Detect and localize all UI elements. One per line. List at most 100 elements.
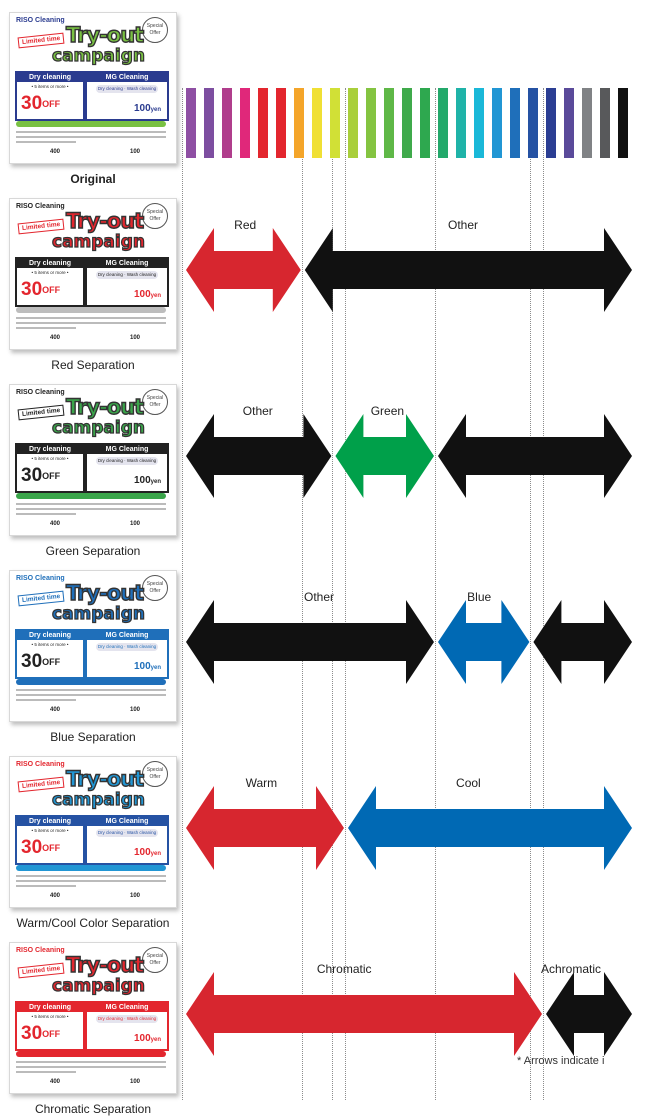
flyer-campaign: campaign [51,231,146,252]
color-swatch [474,88,484,158]
color-swatch [600,88,610,158]
flyer-fine-print [16,694,166,696]
flyer-tryout: Try-out [65,22,145,47]
flyer-price-unit: yen [150,293,161,299]
flyer-price: 100yen [133,475,161,486]
flyer-tryout: Try-out [65,394,145,419]
flyer-foot-left: 400 [50,893,61,899]
row-caption: Red Separation [51,358,135,372]
range-label: Other [303,590,335,604]
color-swatch [510,88,520,158]
flyer-discount: 30OFF [21,651,61,672]
left-guide-line [182,88,183,1100]
flyer-brand: RISO Cleaning [16,389,65,396]
flyer-price-unit: yen [150,851,161,857]
flyer-foot-right: 100 [130,893,141,899]
range-arrow [348,786,632,870]
flyer-discount: 30OFF [21,93,61,114]
flyer-foot-left: 400 [50,707,61,713]
flyer-discount: 30OFF [21,465,61,486]
flyer-discount: 30OFF [21,837,61,858]
flyer-badge: Special Offer [142,203,168,229]
flyer-price-unit: yen [150,479,161,485]
flyer-fine-print [16,131,166,133]
flyer-foot-left: 400 [50,335,61,341]
flyer-tryout: Try-out [65,580,145,605]
range-label: Warm [245,776,278,790]
color-swatch [312,88,322,158]
flyer-fine-print [16,508,166,510]
flyer-brand: RISO Cleaning [16,575,65,582]
flyer-band [16,493,166,499]
flyer-fine-print [16,699,76,701]
flyer-brand: RISO Cleaning [16,947,65,954]
flyer-campaign: campaign [51,789,146,810]
flyer-band [16,1051,166,1057]
row-caption: Warm/Cool Color Separation [16,916,170,930]
flyer-foot-right: 100 [130,1079,141,1085]
flyer-campaign: campaign [51,603,146,624]
flyer-pill: Dry cleaning · Wash cleaning [96,643,158,651]
range-label: Achromatic [540,962,602,976]
flyer-dry-box: Dry cleaning• 5 items or more •30OFF [15,71,85,121]
flyer-brand: RISO Cleaning [16,203,65,210]
flyer-items: • 5 items or more • [31,642,69,647]
range-label: Green [370,404,405,418]
flyer-dry-box: Dry cleaning• 5 items or more •30OFF [15,815,85,865]
range-arrow [438,414,632,498]
color-swatch [330,88,340,158]
flyer-foot-right: 100 [130,149,141,155]
flyer-band [16,307,166,313]
flyer-pill: Dry cleaning · Wash cleaning [96,457,158,465]
flyer-campaign: campaign [51,417,146,438]
flyer-pill: Dry cleaning · Wash cleaning [96,829,158,837]
flyer-discount: 30OFF [21,1023,61,1044]
flyer-mg-header: MG Cleaning [87,73,167,82]
range-arrow [186,414,332,498]
flyer-foot-right: 100 [130,335,141,341]
divider-line [530,88,532,1100]
flyer-discount-unit: OFF [42,657,61,667]
color-swatch [258,88,268,158]
range-arrow [438,600,530,684]
range-label: Red [234,218,257,232]
color-swatch [456,88,466,158]
range-arrow [546,972,632,1056]
range-arrow [186,786,344,870]
flyer-mg-header: MG Cleaning [87,817,167,826]
divider-line [332,88,334,1100]
flyer-pill: Dry cleaning · Wash cleaning [96,85,158,93]
flyer-pill: Dry cleaning · Wash cleaning [96,1015,158,1023]
flyer-badge: Special Offer [142,947,168,973]
color-swatch [564,88,574,158]
range-arrow [186,972,542,1056]
flyer-price: 100yen [133,847,161,858]
color-swatch [546,88,556,158]
flyer-dry-box: Dry cleaning• 5 items or more •30OFF [15,443,85,493]
range-label: Chromatic [316,962,372,976]
flyer-dry-header: Dry cleaning [17,631,83,640]
flyer-price-unit: yen [150,107,161,113]
flyer-price: 100yen [133,1033,161,1044]
row-caption: Green Separation [45,544,141,558]
flyer-badge: Special Offer [142,389,168,415]
flyer-discount-unit: OFF [42,99,61,109]
flyer-campaign: campaign [51,45,146,66]
flyer-dry-header: Dry cleaning [17,73,83,82]
flyer-discount-unit: OFF [42,285,61,295]
flyer-badge: Special Offer [142,17,168,43]
flyer-pill: Dry cleaning · Wash cleaning [96,271,158,279]
color-swatch [402,88,412,158]
flyer-fine-print [16,880,166,882]
color-swatch [276,88,286,158]
divider-line [301,88,303,1100]
flyer-foot-right: 100 [130,707,141,713]
flyer-foot-left: 400 [50,149,61,155]
